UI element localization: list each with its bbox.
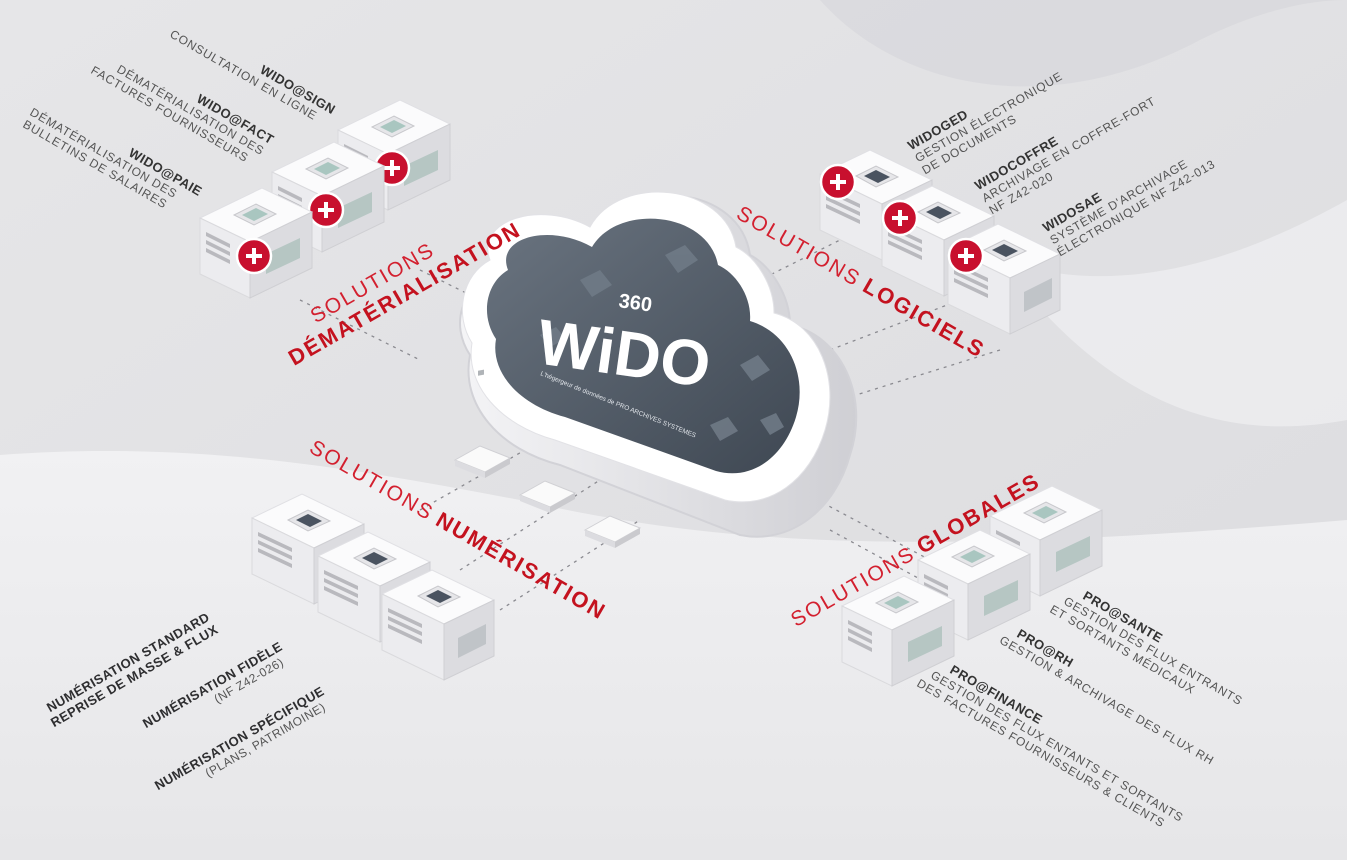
server-block-icon bbox=[198, 187, 314, 299]
server-block-icon bbox=[380, 569, 496, 681]
block-pro-finance bbox=[840, 575, 956, 687]
plus-icon[interactable] bbox=[235, 237, 273, 275]
block-wido-paie bbox=[198, 187, 314, 299]
cloud-version-text: 360 bbox=[617, 290, 653, 316]
plus-icon[interactable] bbox=[947, 237, 985, 275]
server-block-icon bbox=[840, 575, 956, 687]
cloud-icon: WiDO 360 L'hégergeur de données de PRO A… bbox=[459, 191, 858, 538]
plus-icon[interactable] bbox=[819, 163, 857, 201]
plus-icon[interactable] bbox=[881, 199, 919, 237]
central-cloud: WiDO 360 L'hégergeur de données de PRO A… bbox=[440, 165, 870, 565]
plus-icon[interactable] bbox=[307, 191, 345, 229]
block-numerisation-specifique bbox=[380, 569, 496, 681]
server-block-icon bbox=[946, 223, 1062, 335]
block-widosae bbox=[946, 223, 1062, 335]
